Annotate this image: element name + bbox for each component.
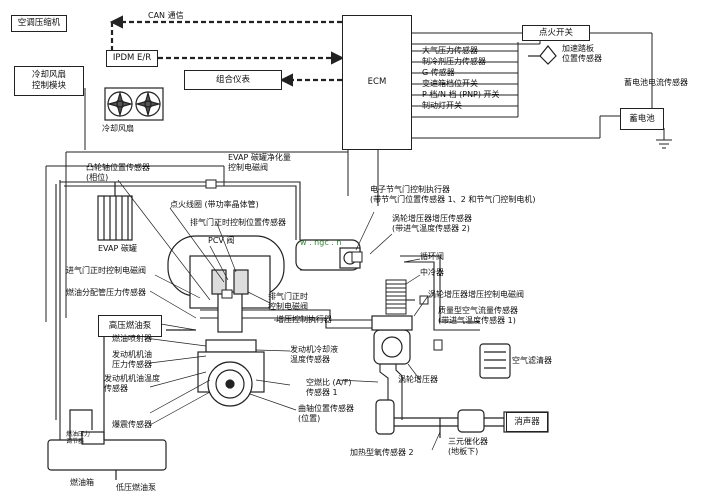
ecm-output-wires bbox=[45, 88, 379, 322]
ground-symbol bbox=[656, 128, 672, 149]
exhaust-vt-valve-label: 排气门正时 控制电磁阀 bbox=[268, 292, 308, 311]
ecm-input-lines bbox=[412, 32, 653, 139]
oil-temp-sensor-label: 发动机机油温度 传感器 bbox=[104, 374, 160, 393]
coolant-temp-sensor-label: 发动机冷却液 温度传感器 bbox=[290, 345, 338, 364]
o2-sensor-2-label: 加热型氧传感器 2 bbox=[350, 448, 414, 457]
evap-canister-icon bbox=[97, 182, 133, 241]
fuel-pressure-regulator-label: 燃油压力 调节器 bbox=[66, 431, 91, 445]
battery-current-sensor-label: 蓄电池电流传感器 bbox=[624, 78, 688, 87]
recirc-valve-label: 循环阀 bbox=[420, 252, 444, 261]
turbocharger-label: 涡轮增压器 bbox=[398, 375, 438, 384]
combo-meter-label: 组合仪表 bbox=[215, 74, 250, 85]
turbocharger-icon bbox=[371, 315, 413, 365]
air-cleaner-label: 空气滤清器 bbox=[512, 356, 552, 365]
boost-actuator-label: 增压控制执行器 bbox=[276, 315, 332, 324]
knock-sensor-label: 爆震传感器 bbox=[112, 420, 152, 429]
accel-pedal-sensor-label: 加速踏板 位置传感器 bbox=[562, 44, 602, 63]
sensor-markers bbox=[205, 179, 443, 351]
muffler-label: 消声器 bbox=[514, 416, 540, 427]
pnp-switch-label: P 档/N 档 (PNP) 开关 bbox=[422, 90, 500, 99]
turbo-boost-sensor-label: 涡轮增压器增压传感器 (带进气温度传感器 2) bbox=[392, 214, 472, 233]
ecm-label: ECM bbox=[367, 77, 387, 87]
muffler-box: 消声器 bbox=[506, 412, 548, 432]
intake-ducts bbox=[55, 180, 480, 440]
exhaust-vt-sensor-label: 排气门正时控制位置传感器 bbox=[190, 218, 286, 227]
watermark-text: w . ngc . n bbox=[300, 238, 342, 247]
ignition-coil-label: 点火线圈 (带功率晶体管) bbox=[170, 200, 259, 209]
leader-lines bbox=[117, 179, 441, 451]
hp-fuel-pump-box: 高压燃油泵 bbox=[98, 315, 162, 337]
ecm-box: ECM bbox=[342, 15, 412, 150]
accelerator-pedal-icon bbox=[528, 45, 557, 65]
pcv-valve-label: PCV 阀 bbox=[208, 236, 235, 245]
intake-vt-valve-label: 进气门正时控制电磁阀 bbox=[66, 266, 146, 275]
ac-compressor-box: 空调压缩机 bbox=[11, 15, 67, 32]
ignition-switch-box: 点火开关 bbox=[522, 25, 590, 41]
cooling-fan-control-box: 冷却风扇 控制模块 bbox=[14, 66, 84, 96]
injector-label: 燃油喷射器 bbox=[112, 334, 152, 343]
etc-actuator-label: 电子节气门控制执行器 (带节气门位置传感器 1、2 和节气门控制电机) bbox=[370, 185, 536, 204]
fuel-system bbox=[47, 329, 196, 480]
cooling-fan-control-label: 冷却风扇 控制模块 bbox=[31, 70, 66, 91]
refrigerant-sensor-label: 制冷剂压力传感器 bbox=[422, 57, 486, 66]
battery-box: 蓄电池 bbox=[620, 108, 664, 130]
brake-switch-label: 制动灯开关 bbox=[422, 101, 462, 110]
fuel-tank-label: 燃油箱 bbox=[70, 478, 94, 487]
baro-sensor-label: 大气压力传感器 bbox=[422, 46, 478, 55]
g-sensor-label: G 传感器 bbox=[422, 68, 455, 77]
ipdm-label: IPDM E/R bbox=[112, 53, 152, 63]
turbo-boost-valve-label: 涡轮增压器增压控制电磁阀 bbox=[428, 290, 524, 299]
can-comm-label: CAN 通信 bbox=[148, 11, 184, 20]
combo-meter-box: 组合仪表 bbox=[184, 70, 282, 90]
ipdm-box: IPDM E/R bbox=[106, 50, 158, 67]
engine-block bbox=[167, 235, 285, 407]
fuel-rail-sensor-label: 燃油分配管压力传感器 bbox=[66, 288, 146, 297]
af-sensor-label: 空燃比 (A/F) 传感器 1 bbox=[306, 378, 352, 397]
oil-pressure-sensor-label: 发动机机油 压力传感器 bbox=[112, 350, 152, 369]
intercooler-label: 中冷器 bbox=[420, 268, 444, 277]
crank-sensor-label: 曲轴位置传感器 (位置) bbox=[298, 404, 354, 423]
hp-fuel-pump-label: 高压燃油泵 bbox=[108, 320, 152, 331]
evap-purge-valve-label: EVAP 碳罐净化量 控制电磁阀 bbox=[228, 153, 291, 172]
air-cleaner-icon bbox=[479, 343, 511, 379]
cooling-fan-label: 冷却风扇 bbox=[102, 124, 134, 133]
catalyst-label: 三元催化器 (地板下) bbox=[448, 437, 488, 456]
intercooler-icon bbox=[385, 279, 407, 315]
shift-switch-label: 变速箱档位开关 bbox=[422, 79, 478, 88]
cooling-fan-icon bbox=[104, 87, 164, 121]
ac-compressor-label: 空调压缩机 bbox=[17, 18, 61, 28]
evap-canister-label: EVAP 碳罐 bbox=[98, 244, 137, 253]
cam-position-sensor-label: 凸轮轴位置传感器 (相位) bbox=[86, 163, 150, 182]
battery-label: 蓄电池 bbox=[629, 113, 655, 124]
can-bus-lines bbox=[109, 15, 345, 87]
maf-sensor-label: 质量型空气流量传感器 (带进气温度传感器 1) bbox=[438, 306, 518, 325]
lp-fuel-pump-label: 低压燃油泵 bbox=[116, 483, 156, 492]
ignition-switch-label: 点火开关 bbox=[538, 27, 573, 38]
